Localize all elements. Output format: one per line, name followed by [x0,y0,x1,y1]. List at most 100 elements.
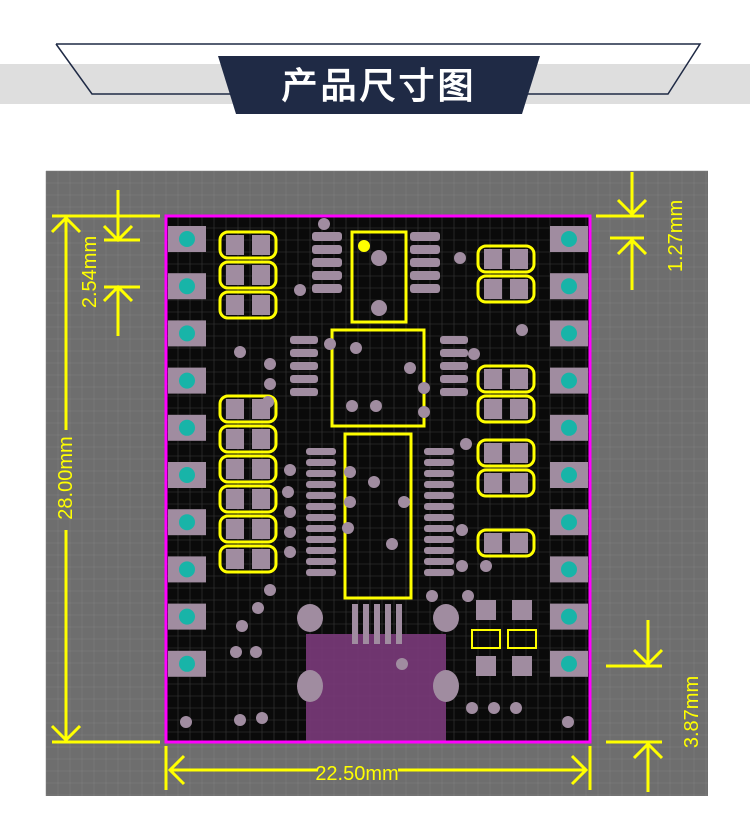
header-outline-left [55,43,236,95]
via [480,560,492,572]
header-banner [0,43,750,114]
soic-pad [424,448,454,455]
smd-outline [476,528,536,558]
via [456,560,468,572]
via [284,464,296,476]
via [264,584,276,596]
height-arrow [50,724,82,743]
led-pad [512,600,532,620]
smd-pad [252,235,270,255]
smd-outline [476,438,536,468]
smd-outline [218,394,278,424]
smd-pad [226,399,244,419]
smd-pad [510,443,528,463]
soic-pad [306,448,336,455]
soic-pad [440,388,468,396]
smd-outline [218,290,278,320]
height-arrow [50,215,82,234]
soic-pad [306,503,336,510]
header-pin-hole [179,325,195,342]
smd-outline [476,364,536,394]
smd-outline [218,260,278,290]
smd-pad [484,443,502,463]
soic-pad [424,503,454,510]
header-pin-hole [561,278,577,295]
header-pin-hole [179,608,195,625]
via [284,546,296,558]
smd-pad [252,429,270,449]
via [454,252,466,264]
via [180,716,192,728]
smd-outline [476,394,536,424]
smd-pad [252,459,270,479]
via [516,324,528,336]
soic-pad [440,336,468,344]
header-pin-hole [179,372,195,389]
soic-pad [290,388,318,396]
smd-pad [484,249,502,269]
left-header-pins [168,226,206,677]
smd-outline [218,454,278,484]
smd-pad [510,399,528,419]
via [488,702,500,714]
smd-outline [218,544,278,574]
soic-pad [306,459,336,466]
smd-pad [510,369,528,389]
smd-pad [510,533,528,553]
led-outline [471,629,501,649]
via [342,522,354,534]
via [284,506,296,518]
bottom-arrow [632,741,664,760]
header-pin-hole [179,278,195,295]
soic-pad [306,525,336,532]
smd-pad [252,265,270,285]
smd-pad [226,265,244,285]
header-pin-hole [561,514,577,531]
soic-pad [424,525,454,532]
smd-pad [252,519,270,539]
soic-pad [410,232,440,241]
header-pin-hole [561,608,577,625]
via [344,496,356,508]
led-pad [476,600,496,620]
via [418,382,430,394]
header-pin-hole [179,514,195,531]
via [346,400,358,412]
ic-outline [330,328,426,428]
usb-pin [374,604,380,644]
via [510,702,522,714]
soic-pad [306,470,336,477]
header-pin-hole [179,655,195,672]
smd-outline [476,468,536,498]
soic-pad [424,492,454,499]
soic-pad [424,459,454,466]
via [396,658,408,670]
smd-outline [218,230,278,260]
right-header-pins [550,226,588,677]
soic-pad [424,514,454,521]
via [370,400,382,412]
via [262,396,274,408]
via [282,486,294,498]
smd-pad [484,533,502,553]
header-pin-hole [561,231,577,247]
soic-pad [306,569,336,576]
via [456,524,468,536]
soic-pad [290,336,318,344]
header-pin-hole [561,655,577,672]
usb-pin [385,604,391,644]
smd-pad [252,489,270,509]
soic-pad [440,375,468,383]
header-pin-hole [561,467,577,483]
smd-pad [252,549,270,569]
soic-pad [410,284,440,293]
smd-outline [476,274,536,304]
smd-pad [226,459,244,479]
via [562,716,574,728]
smd-outline [218,424,278,454]
smd-pad [226,519,244,539]
smd-outline [218,484,278,514]
via [462,590,474,602]
via [386,538,398,550]
